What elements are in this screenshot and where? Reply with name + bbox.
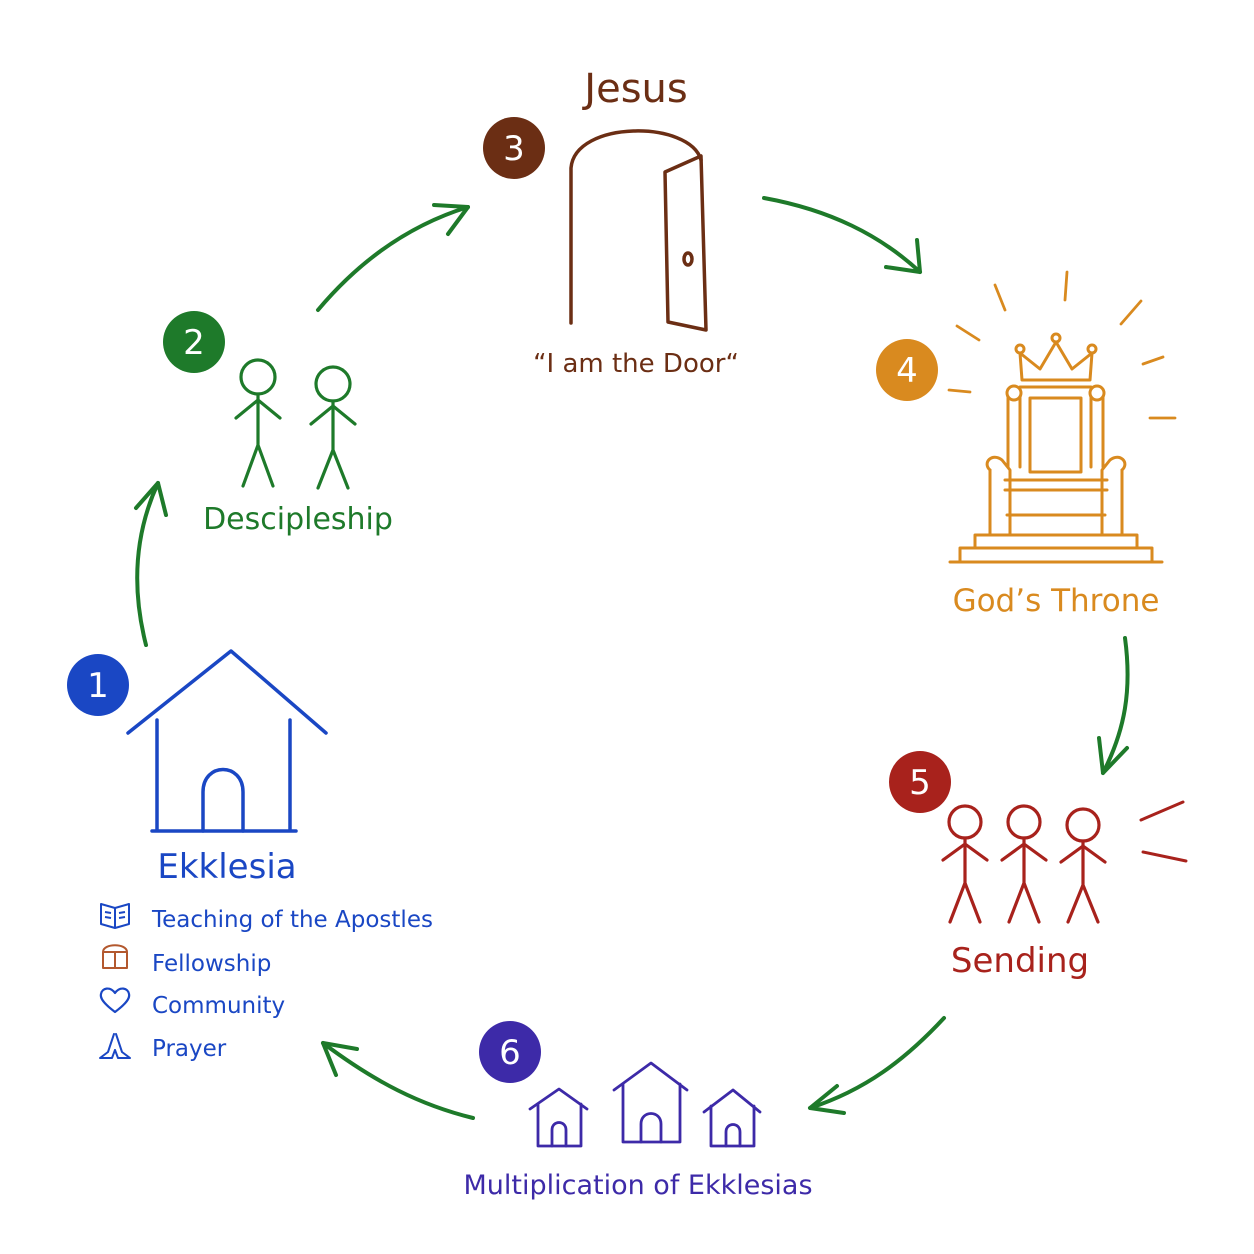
step-1-label: Ekklesia (157, 847, 296, 887)
step-5-badge (889, 751, 951, 813)
step-1-badge (67, 654, 129, 716)
two-people-icon (234, 358, 357, 490)
bread-icon (102, 944, 128, 969)
step-5-number: 5 (909, 763, 931, 803)
arrow-heads (134, 203, 1129, 1115)
arrow-head-6 (321, 1041, 359, 1077)
arrow-head-3 (884, 238, 922, 274)
list-item: Prayer (99, 1033, 227, 1062)
step-2-label: Descipleship (203, 502, 393, 537)
step-2-badge (163, 311, 225, 373)
step-3-jesus: Jesus 3 “I am the Door“ (483, 66, 739, 379)
step-1-number: 1 (87, 666, 109, 706)
list-item: Fellowship (102, 944, 271, 977)
step-4-badge (876, 339, 938, 401)
arrow-2-to-3 (316, 205, 470, 312)
cycle-arrows (135, 196, 1130, 1120)
list-item-label: Prayer (152, 1036, 227, 1062)
arrow-head-4 (1097, 736, 1129, 775)
step-5-sending: 5 Sending (889, 751, 1188, 981)
step-6-badge (479, 1021, 541, 1083)
throne-icon (948, 332, 1164, 564)
arrow-4-to-5 (1101, 636, 1130, 775)
step-3-number: 3 (503, 129, 525, 169)
heart-icon (99, 987, 131, 1014)
step-3-label: Jesus (581, 66, 687, 112)
church-house-icon (126, 649, 328, 833)
open-door-icon (569, 129, 708, 332)
step-6-multiplication: 6 Multiplication of Ekklesias (463, 1021, 813, 1201)
three-houses-icon (528, 1061, 762, 1148)
list-item: Community (99, 987, 285, 1019)
arrow-6-to-1 (321, 1041, 475, 1120)
arrow-5-to-6 (808, 1016, 946, 1110)
motion-lines (1139, 800, 1188, 863)
arrow-head-5 (808, 1084, 846, 1115)
step-3-badge (483, 117, 545, 179)
step-4-gods-throne: 4 (876, 270, 1177, 619)
step-2-number: 2 (183, 323, 205, 363)
crown-icon (1018, 340, 1094, 382)
list-item-label: Community (152, 993, 285, 1019)
three-people-icon (941, 804, 1107, 924)
list-item-label: Fellowship (152, 951, 271, 977)
book-icon (100, 903, 130, 929)
step-6-number: 6 (499, 1033, 521, 1073)
step-4-label: God’s Throne (953, 583, 1160, 619)
step-5-label: Sending (951, 941, 1089, 981)
step-6-label: Multiplication of Ekklesias (463, 1170, 812, 1201)
ekklesia-list: Teaching of the Apostles Fellowship Comm… (99, 903, 433, 1062)
step-4-number: 4 (896, 351, 918, 391)
arrow-1-to-2 (135, 481, 160, 647)
praying-hands-icon (99, 1033, 131, 1059)
step-3-caption: “I am the Door“ (533, 349, 739, 379)
step-2-descipleship: 2 Descipleship (163, 311, 393, 537)
radiance-rays (947, 270, 1177, 420)
arrow-3-to-4 (762, 196, 922, 274)
arrow-head-2 (432, 203, 470, 236)
list-item: Teaching of the Apostles (100, 903, 433, 933)
list-item-label: Teaching of the Apostles (151, 907, 433, 933)
step-1-ekklesia: 1 Ekklesia Teaching of the Apostles (67, 649, 433, 1062)
arrow-head-1 (134, 481, 168, 517)
